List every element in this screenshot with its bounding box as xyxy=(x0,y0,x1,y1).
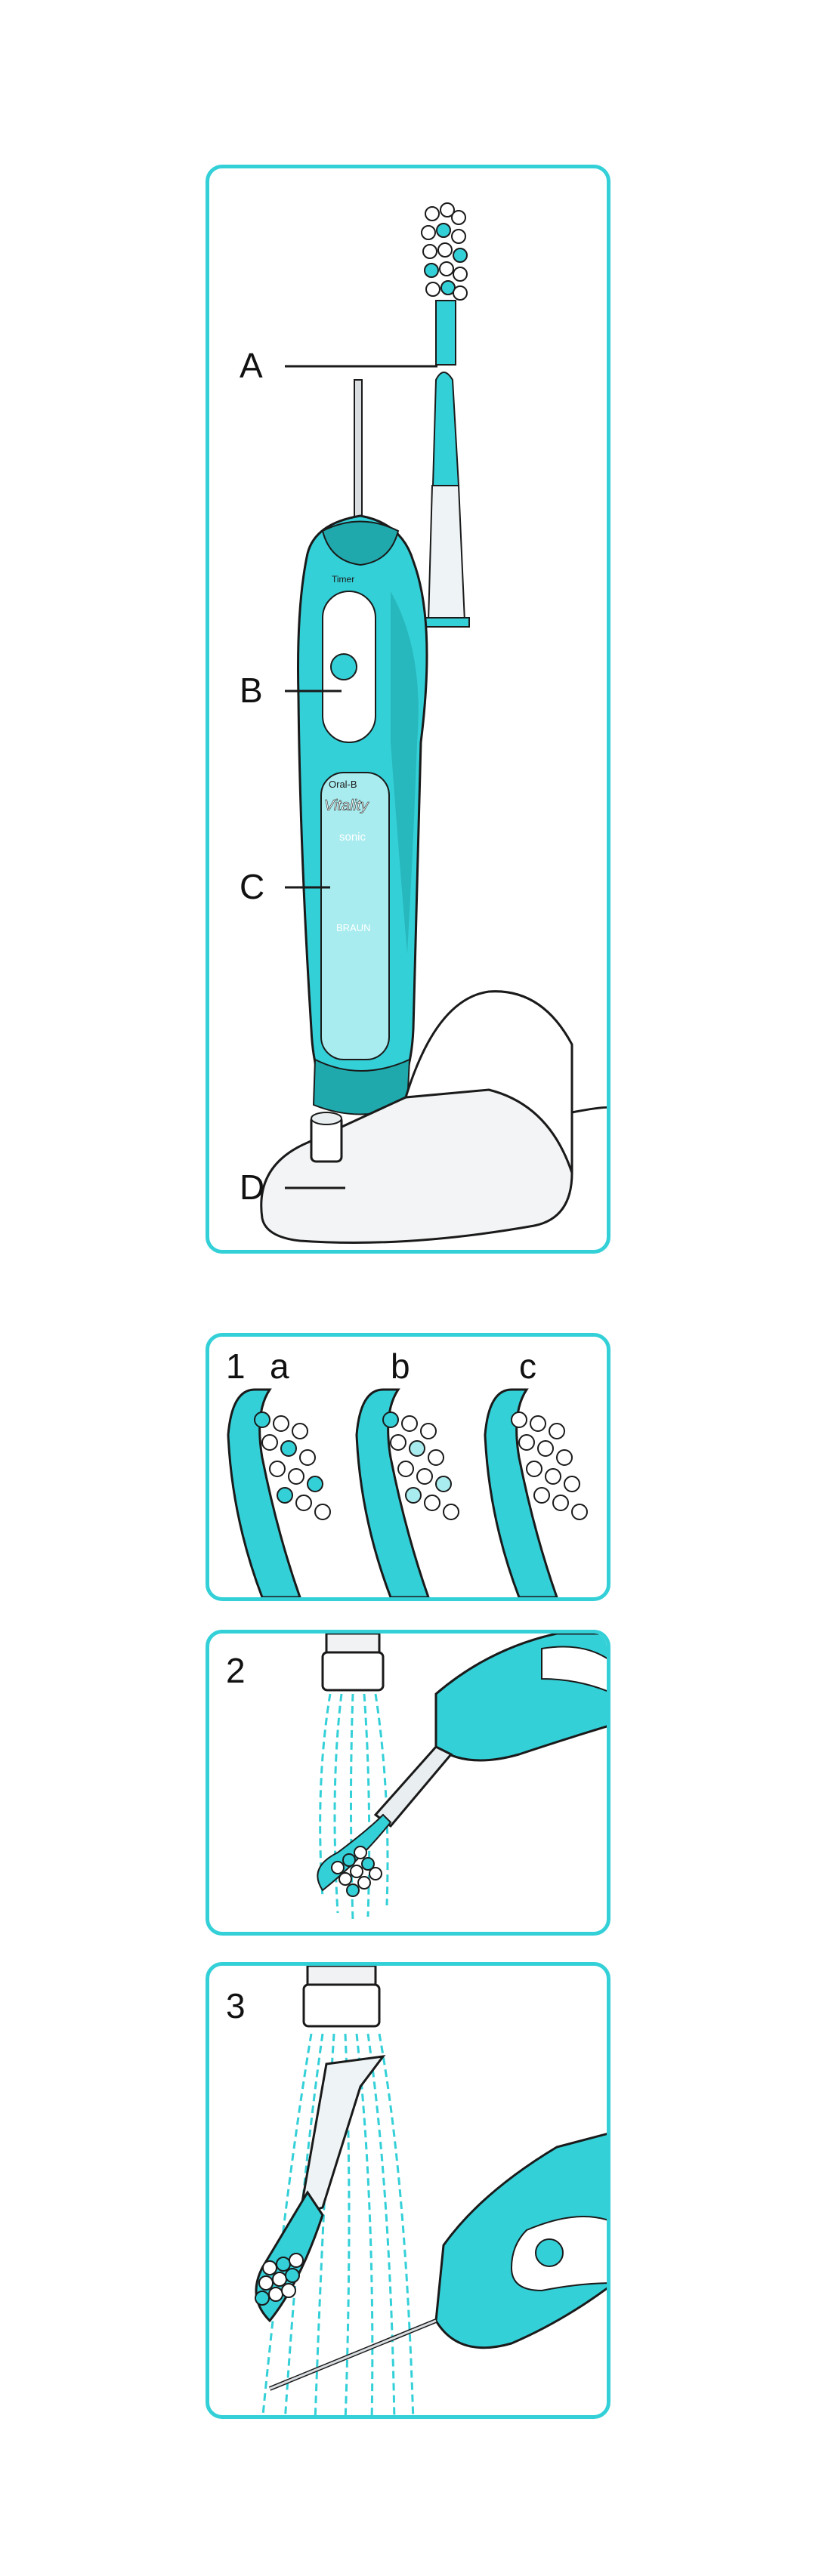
charger-illustration xyxy=(260,990,607,1244)
variant-a-label: a xyxy=(270,1347,289,1386)
brush-handle-2 xyxy=(373,1634,607,1828)
drive-shaft xyxy=(354,379,363,532)
label-b: B xyxy=(240,671,263,710)
step-2-number: 2 xyxy=(226,1651,246,1690)
faucet-nozzle xyxy=(321,1651,385,1692)
brush-head-3 xyxy=(255,2055,386,2323)
step-1-number: 1 xyxy=(226,1347,246,1386)
brush-head-illustration xyxy=(421,202,470,628)
faucet-nozzle-3 xyxy=(302,1983,381,2028)
brush-head-2 xyxy=(317,1813,392,1897)
sonic-text: sonic xyxy=(339,831,366,844)
variant-b-label: b xyxy=(391,1347,410,1386)
rinse-separated-parts-illustration xyxy=(255,1966,607,2415)
timer-text: Timer xyxy=(332,574,354,585)
toothbrush-overview-illustration: Timer Oral-B Vitality sonic BRAUN xyxy=(260,202,607,1244)
handle-illustration xyxy=(297,514,428,1115)
brand-badge-text: Oral-B xyxy=(329,779,357,790)
step-2-panel: 2 xyxy=(206,1630,610,1936)
rinse-brush-head-illustration xyxy=(317,1634,607,1921)
label-a: A xyxy=(240,346,263,385)
label-d: D xyxy=(240,1168,265,1207)
product-text: Vitality xyxy=(324,797,369,814)
variant-c-label: c xyxy=(519,1347,536,1386)
brush-head-wear-illustration xyxy=(227,1388,588,1597)
step-3-panel: 3 xyxy=(206,1962,610,2419)
overview-panel: Timer Oral-B Vitality sonic BRAUN A B C … xyxy=(206,165,610,1254)
brush-head-c xyxy=(484,1388,588,1597)
brush-head-a xyxy=(227,1388,331,1597)
brush-handle-3 xyxy=(268,2133,607,2391)
step-1-panel: 1 a b c xyxy=(206,1333,610,1601)
brush-head-b xyxy=(355,1388,459,1597)
label-c: C xyxy=(240,867,265,906)
step-3-number: 3 xyxy=(226,1986,246,2025)
maker-text: BRAUN xyxy=(336,922,371,933)
